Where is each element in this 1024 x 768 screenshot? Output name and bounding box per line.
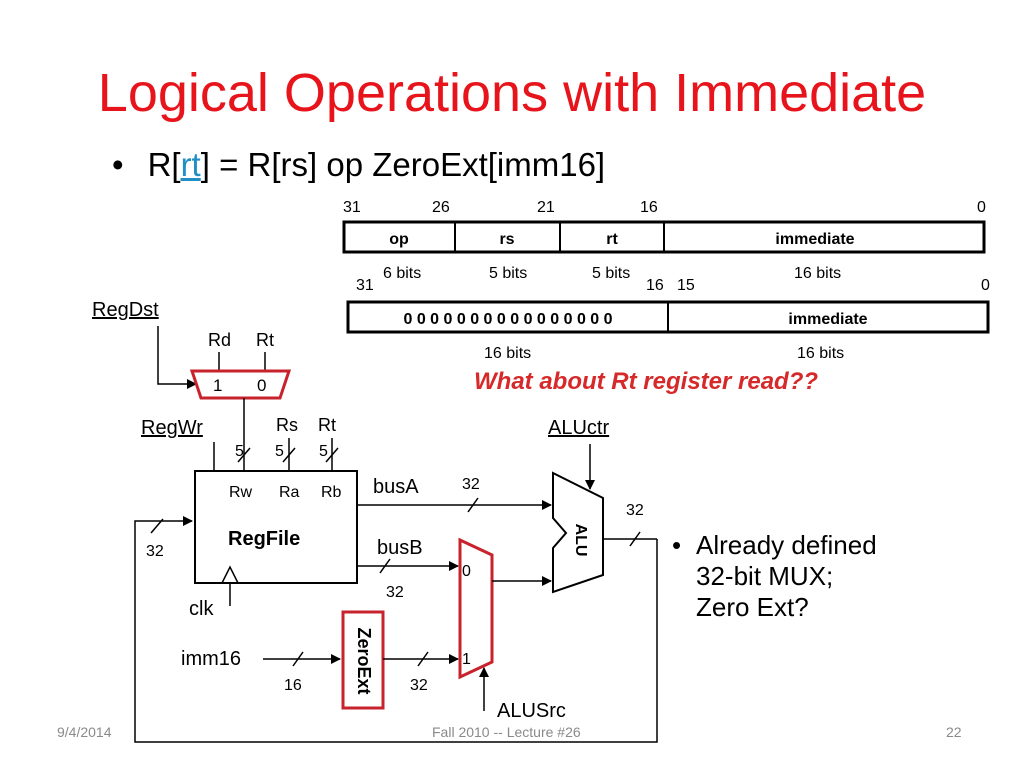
bit-0: 0 xyxy=(977,199,986,216)
slide-title: Logical Operations with Immediate xyxy=(97,63,927,123)
regdst-label: RegDst xyxy=(92,299,159,321)
rw-port: Rw xyxy=(229,484,253,501)
bullet-suffix: ] = R[rs] op ZeroExt[imm16] xyxy=(200,146,606,183)
writeback-width: 32 xyxy=(146,543,164,560)
imm16-width: 16 xyxy=(284,677,302,694)
aluctr-label: ALUctr xyxy=(548,417,609,439)
bullet-dot: • xyxy=(112,146,124,183)
regfile-label: RegFile xyxy=(228,528,300,550)
zero-field: 0 0 0 0 0 0 0 0 0 0 0 0 0 0 0 0 xyxy=(403,311,612,328)
alu-out-width: 32 xyxy=(626,502,644,519)
zeroext-width: 32 xyxy=(410,677,428,694)
side-bullet-line-1: Already defined xyxy=(696,530,877,560)
alusrc-input-1: 1 xyxy=(462,651,471,668)
size-op: 6 bits xyxy=(383,265,421,282)
width-rw: 5 xyxy=(235,443,244,460)
format2-box: 0 0 0 0 0 0 0 0 0 0 0 0 0 0 0 0 immediat… xyxy=(346,300,990,334)
zeroext-block xyxy=(341,610,385,710)
rt-link[interactable]: rt xyxy=(180,146,201,183)
rb-port: Rb xyxy=(321,484,342,501)
size-immediate: 16 bits xyxy=(794,265,841,282)
bit-21: 21 xyxy=(537,199,555,216)
side-bullet: • Already defined 32-bit MUX; Zero Ext? xyxy=(672,530,877,623)
width-ra: 5 xyxy=(275,443,284,460)
regwr-label: RegWr xyxy=(141,417,203,439)
alu-block xyxy=(552,471,604,594)
alusrc-input-0: 0 xyxy=(462,563,471,580)
main-bullet: • R[rt] = R[rs] op ZeroExt[imm16] xyxy=(112,146,605,184)
width5-slashes xyxy=(237,447,339,463)
mux-rt-label: Rt xyxy=(256,330,274,350)
size-zero: 16 bits xyxy=(484,345,531,362)
field-immediate: immediate xyxy=(775,231,854,248)
zeroext-label: ZeroExt xyxy=(354,627,374,694)
bit-26: 26 xyxy=(432,199,450,216)
busa-label: busA xyxy=(373,476,419,498)
bit-16: 16 xyxy=(640,199,658,216)
format1-box: op rs rt immediate xyxy=(342,220,986,254)
footer-center: Fall 2010 -- Lecture #26 xyxy=(432,724,581,740)
busb-label: busB xyxy=(377,537,423,559)
format2-bit-labels: 31 16 15 0 xyxy=(356,277,990,294)
clk-label: clk xyxy=(189,598,214,620)
mux-rd-label: Rd xyxy=(208,330,231,350)
bit2-0: 0 xyxy=(981,277,990,294)
imm16-label: imm16 xyxy=(181,648,241,670)
size-rt: 5 bits xyxy=(592,265,630,282)
size-immediate2: 16 bits xyxy=(797,345,844,362)
mux-input-1: 1 xyxy=(213,376,222,395)
regdst-mux xyxy=(189,369,292,400)
regfile-box xyxy=(194,470,358,584)
format1-bit-labels: 31 26 21 16 0 xyxy=(343,199,986,216)
busb-width: 32 xyxy=(386,584,404,601)
format2-sizes: 16 bits 16 bits xyxy=(484,345,844,362)
bit2-15: 15 xyxy=(677,277,695,294)
footer-date: 9/4/2014 xyxy=(57,724,112,740)
busa-width: 32 xyxy=(462,476,480,493)
bullet-prefix: R[ xyxy=(147,146,181,183)
bit2-16: 16 xyxy=(646,277,664,294)
rt-label: Rt xyxy=(318,415,336,435)
immediate-field: immediate xyxy=(788,311,867,328)
width-rb: 5 xyxy=(319,443,328,460)
field-rt: rt xyxy=(606,231,618,248)
alusrc-mux xyxy=(458,537,494,680)
mux-input-0: 0 xyxy=(257,376,266,395)
footer-page: 22 xyxy=(946,724,962,740)
rs-label: Rs xyxy=(276,415,298,435)
side-bullet-line-3: Zero Ext? xyxy=(696,592,809,622)
alu-label: ALU xyxy=(572,524,589,557)
field-op: op xyxy=(389,231,409,248)
width5-labels: 5 5 5 xyxy=(235,443,328,460)
ra-port: Ra xyxy=(279,484,300,501)
question-text: What about Rt register read?? xyxy=(474,368,819,395)
side-bullet-line-2: 32-bit MUX; xyxy=(696,561,834,591)
side-bullet-dot: • xyxy=(672,530,682,560)
bit2-31: 31 xyxy=(356,277,374,294)
bit-31: 31 xyxy=(343,199,361,216)
clk-triangle xyxy=(221,565,239,584)
alusrc-label: ALUSrc xyxy=(497,700,566,722)
format1-sizes: 6 bits 5 bits 5 bits 16 bits xyxy=(383,265,841,282)
field-rs: rs xyxy=(499,231,514,248)
size-rs: 5 bits xyxy=(489,265,527,282)
